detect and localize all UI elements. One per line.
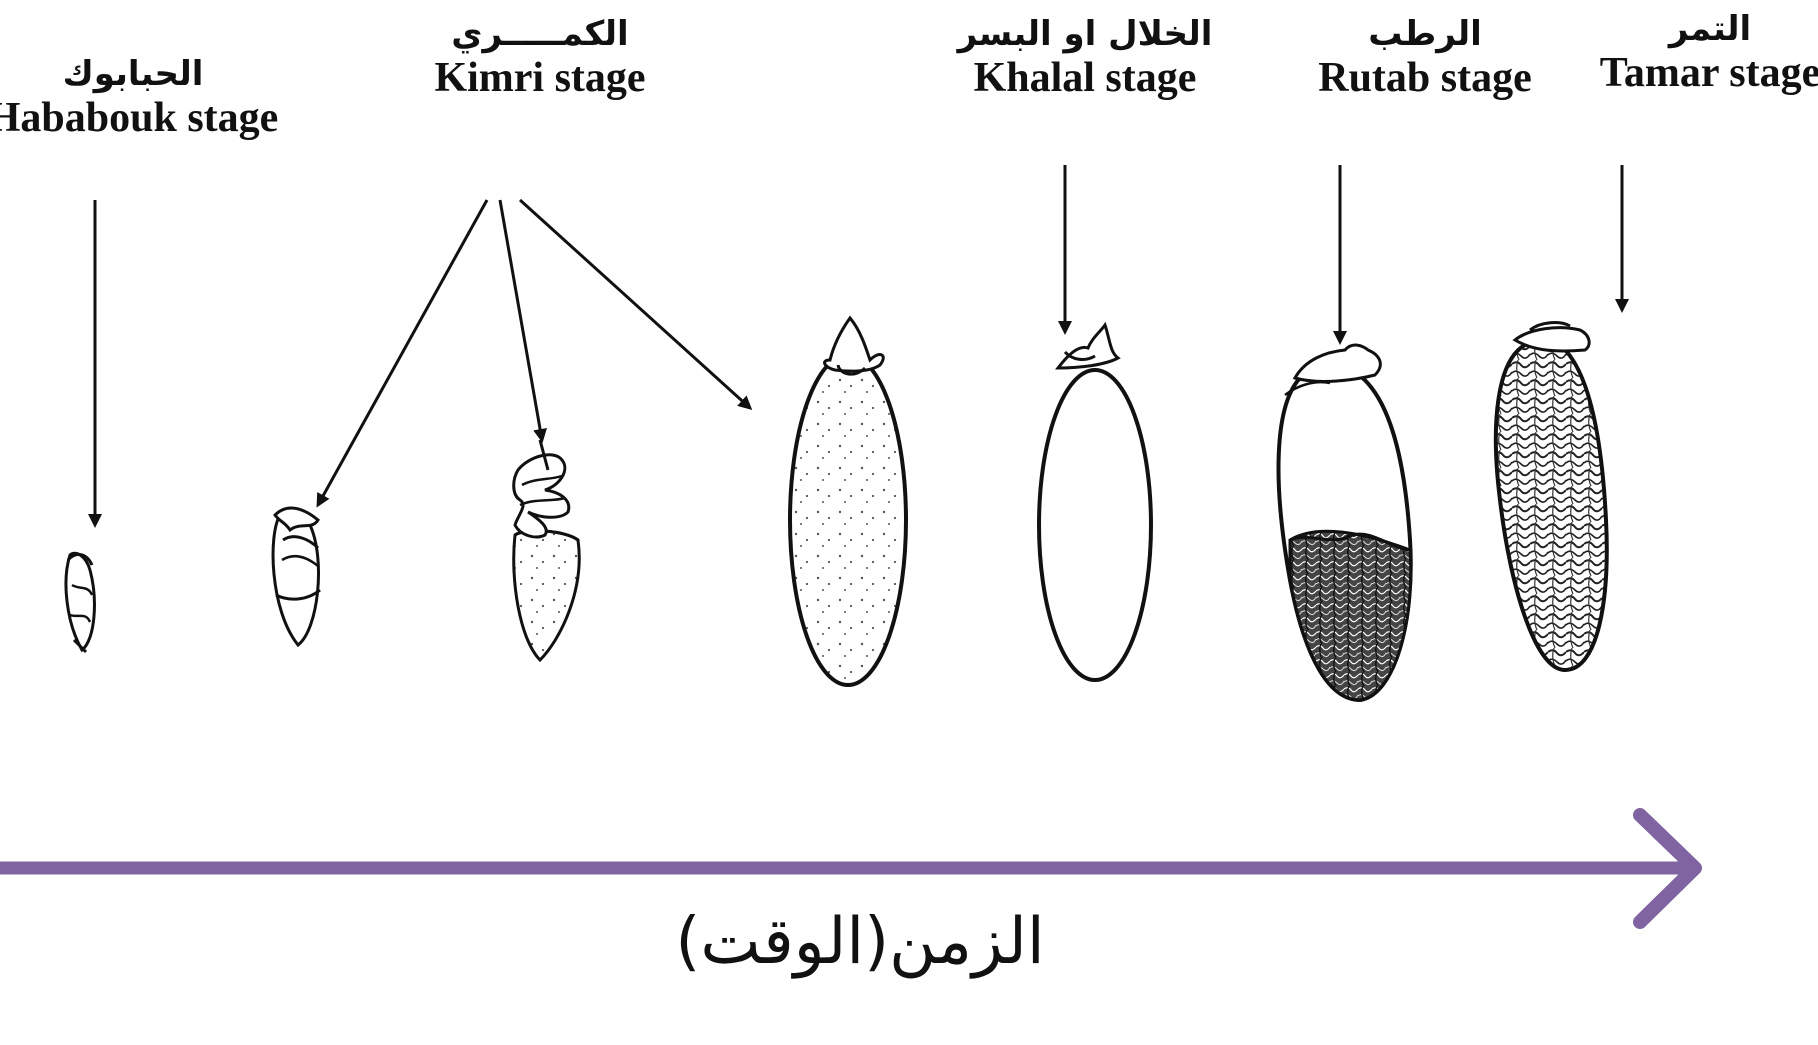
- arrow-kimri-2: [500, 200, 542, 440]
- arrow-kimri-3: [520, 200, 750, 408]
- fruit-tamar: [1496, 323, 1607, 670]
- fruit-kimri-small: [273, 508, 320, 645]
- time-axis-label: الزمن(الوقت): [675, 905, 1044, 979]
- fruit-kimri-large: [790, 318, 906, 685]
- fruit-khalal: [1039, 325, 1151, 680]
- fruit-rutab: [1279, 345, 1411, 700]
- arrow-kimri-1: [318, 200, 487, 505]
- fruit-hababouk: [66, 553, 94, 652]
- fruit-kimri-medium: [514, 440, 579, 660]
